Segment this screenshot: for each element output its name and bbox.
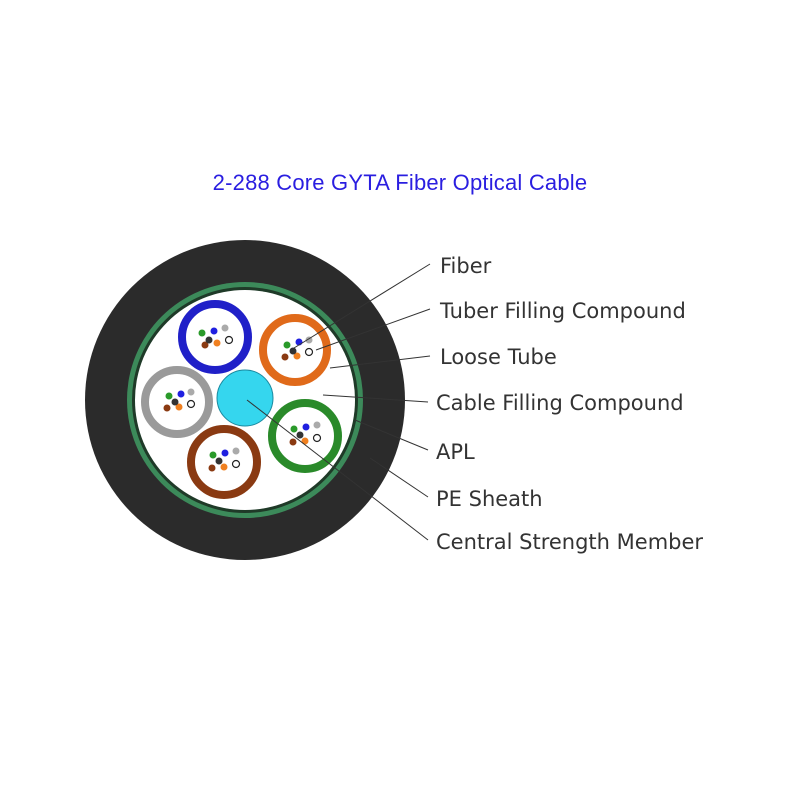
central-strength-member <box>216 369 274 427</box>
leader-central-strength-member <box>246 399 429 541</box>
loose-tube-green <box>268 399 342 473</box>
label-tuber-filling-compound: Tuber Filling Compound <box>439 299 686 323</box>
loose-tube-gray <box>141 366 213 438</box>
label-fiber: Fiber <box>440 254 492 278</box>
leader-loose-tube <box>329 355 431 369</box>
label-cable-filling-compound: Cable Filling Compound <box>436 391 684 415</box>
loose-tube-orange <box>259 314 331 386</box>
leader-tuber-filling-compound <box>315 308 431 351</box>
label-loose-tube: Loose Tube <box>440 345 557 369</box>
loose-tube-blue <box>178 300 252 374</box>
leader-pe-sheath <box>369 457 429 498</box>
label-pe-sheath: PE Sheath <box>436 487 543 511</box>
diagram-title: 2-288 Core GYTA Fiber Optical Cable <box>212 170 588 195</box>
label-apl: APL <box>436 440 475 464</box>
label-central-strength-member: Central Strength Member <box>436 530 703 554</box>
leader-apl <box>354 419 429 451</box>
leader-cable-filling-compound <box>322 394 429 403</box>
leader-fiber <box>293 263 431 349</box>
loose-tube-brown <box>187 425 261 499</box>
